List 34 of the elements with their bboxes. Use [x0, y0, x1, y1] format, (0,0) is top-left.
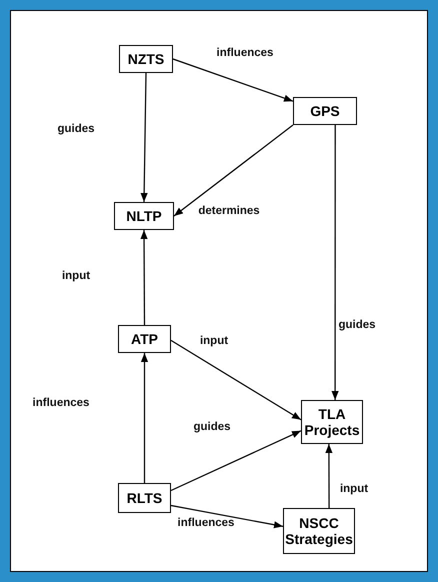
- node-label: NLTP: [126, 208, 162, 224]
- node-label: ATP: [131, 330, 158, 348]
- edge-label: influences: [216, 47, 274, 59]
- arrow: [174, 124, 294, 216]
- edge-label: input: [200, 335, 228, 347]
- process-box: [301, 400, 363, 444]
- arrow: [140, 230, 148, 325]
- edge-label: input: [62, 270, 90, 282]
- node-label: GPS: [310, 102, 340, 120]
- arrow: [332, 125, 339, 400]
- edge-label: influences: [32, 397, 90, 409]
- arrow: [170, 430, 302, 492]
- process-box: [119, 45, 173, 73]
- edge-label: guides: [57, 123, 95, 135]
- node-label: NZTS: [128, 50, 164, 68]
- process-box: [118, 483, 171, 513]
- process-box: [118, 325, 171, 353]
- process-box: [114, 202, 174, 230]
- edge-label: input: [340, 483, 368, 495]
- process-box: [293, 97, 357, 125]
- node-label: TLA Projects: [304, 406, 360, 438]
- process-box: [283, 508, 355, 554]
- node-label: NSCC Strategies: [285, 514, 353, 548]
- edge-label: guides: [338, 319, 376, 331]
- arrow: [140, 72, 148, 202]
- arrow: [170, 504, 284, 528]
- arrow: [325, 444, 333, 508]
- arrow: [170, 340, 302, 420]
- edge-label: guides: [193, 421, 231, 433]
- arrow: [140, 353, 148, 483]
- arrow: [172, 58, 294, 102]
- node-label: RLTS: [126, 490, 162, 506]
- edge-label: determines: [198, 205, 260, 217]
- edge-label: influences: [178, 517, 234, 529]
